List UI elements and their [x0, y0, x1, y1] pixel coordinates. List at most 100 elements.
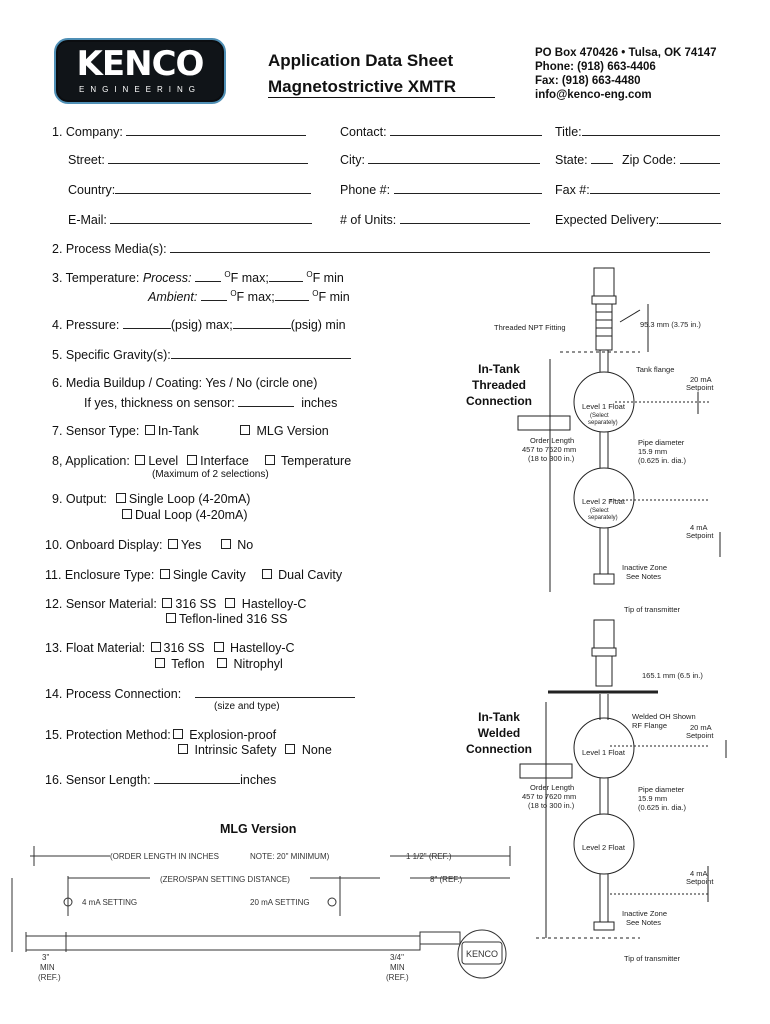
process-media-field[interactable]: 2. Process Media(s): — [52, 241, 711, 256]
float-material-label: 13. Float Material: — [45, 641, 146, 655]
checkbox[interactable] — [115, 493, 126, 503]
street-field[interactable]: Street: — [68, 152, 309, 167]
inactive-label: Inactive Zone — [622, 909, 667, 918]
checkbox[interactable] — [144, 425, 155, 435]
checkbox[interactable] — [159, 569, 170, 579]
option-none: None — [301, 743, 332, 757]
process-connection-note: (size and type) — [214, 701, 280, 712]
option-temperature: Temperature — [280, 454, 352, 468]
fax-field[interactable]: Fax #: — [555, 182, 720, 197]
title-underline — [268, 97, 495, 98]
mlg-ref2-label: 8" (REF.) — [430, 875, 463, 884]
option-hastelloy: Hastelloy-C — [229, 641, 295, 655]
onboard-display-row: 10. Onboard Display: Yes No — [45, 538, 253, 552]
inches-label: inches — [240, 773, 277, 787]
process-connection-label: 14. Process Connection: — [45, 687, 182, 701]
checkbox[interactable] — [162, 598, 173, 608]
degree-symbol: O — [306, 270, 313, 279]
checkbox[interactable] — [155, 658, 165, 668]
order-length-label: 457 to 7620 mm — [522, 445, 576, 454]
checkbox[interactable] — [217, 658, 228, 668]
checkbox[interactable] — [172, 729, 183, 739]
checkbox[interactable] — [220, 539, 231, 549]
setpoint-4-label: 4 mA — [690, 869, 708, 878]
sensor-length-field[interactable]: 16. Sensor Length: inches — [45, 772, 276, 787]
pipe-label: (0.625 in. dia.) — [638, 456, 686, 465]
sensor-type-label: 7. Sensor Type: — [52, 424, 140, 438]
process-connection-field[interactable]: 14. Process Connection: — [45, 686, 356, 701]
city-field[interactable]: City: — [340, 152, 541, 167]
float-material-row2: Teflon Nitrophyl — [153, 657, 283, 671]
temperature-process-field[interactable]: 3. Temperature: Process: OF max; OF min — [52, 270, 344, 285]
mlg-34min-label: 3/4" — [390, 953, 404, 962]
inactive-label: See Notes — [626, 572, 661, 581]
option-single-loop: Single Loop (4-20mA) — [128, 492, 251, 506]
company-field[interactable]: 1. Company: — [52, 124, 307, 139]
mlg-3min-label: 3" — [42, 953, 49, 962]
checkbox[interactable] — [178, 744, 188, 754]
mlg-order-label: (ORDER LENGTH IN INCHES — [110, 852, 219, 861]
option-yes: Yes — [180, 538, 202, 552]
contact-field[interactable]: Contact: — [340, 124, 543, 139]
checkbox[interactable] — [167, 539, 178, 549]
enclosure-row: 11. Enclosure Type: Single Cavity Dual C… — [45, 568, 342, 582]
temperature-ambient-field[interactable]: Ambient: OF max; OF min — [148, 289, 350, 304]
thickness-field[interactable]: If yes, thickness on sensor: inches — [84, 395, 337, 410]
onboard-display-label: 10. Onboard Display: — [45, 538, 163, 552]
specific-gravity-label: 5. Specific Gravity(s): — [52, 348, 171, 362]
inches-label: inches — [301, 396, 338, 410]
logo-sub-text: ENGINEERING — [78, 85, 201, 94]
mlg-housing — [457, 929, 507, 979]
temperature-label: 3. Temperature: — [52, 271, 140, 286]
page-title-line1: Application Data Sheet — [268, 51, 454, 70]
protection-row: 15. Protection Method: Explosion-proof — [45, 728, 276, 742]
option-in-tank: In-Tank — [157, 424, 199, 438]
state-field[interactable]: State: — [555, 152, 614, 167]
float-sub-label: separately) — [588, 515, 618, 521]
inactive-label: See Notes — [626, 918, 661, 927]
email-field[interactable]: E-Mail: — [68, 212, 313, 227]
process-media-label: 2. Process Media(s): — [52, 242, 167, 256]
checkbox[interactable] — [240, 425, 250, 435]
float-material-row: 13. Float Material: 316 SS Hastelloy-C — [45, 641, 295, 655]
fax-label: Fax #: — [555, 183, 590, 197]
mlg-title: MLG Version — [220, 822, 297, 836]
checkbox[interactable] — [261, 569, 272, 579]
zip-field[interactable]: Zip Code: — [622, 152, 720, 167]
specific-gravity-field[interactable]: 5. Specific Gravity(s): — [52, 347, 351, 362]
country-field[interactable]: Country: — [68, 182, 312, 197]
checkbox[interactable] — [135, 455, 146, 465]
delivery-field[interactable]: Expected Delivery: — [555, 212, 722, 227]
checkbox[interactable] — [122, 509, 132, 519]
order-length-label: (18 to 300 in.) — [528, 801, 575, 810]
order-length-box — [517, 415, 571, 431]
checkbox[interactable] — [166, 613, 176, 623]
units-field[interactable]: # of Units: — [340, 212, 530, 227]
address-text: PO Box 470426 • Tulsa, OK 74147 — [535, 47, 717, 59]
fmin-label: F min — [312, 271, 344, 286]
title-line: Connection — [466, 394, 532, 408]
checkbox[interactable] — [150, 642, 161, 652]
title-field[interactable]: Title: — [555, 124, 720, 139]
setpoint-20-label: 20 mA — [690, 375, 712, 384]
option-interface: Interface — [200, 454, 249, 468]
checkbox[interactable] — [187, 455, 198, 465]
mlg-logo: KENCO — [466, 949, 498, 959]
transmitter-head — [593, 267, 615, 297]
checkbox[interactable] — [213, 642, 224, 652]
checkbox[interactable] — [285, 744, 296, 754]
mlg-20ma-label: 20 mA SETTING — [250, 898, 310, 907]
street-label: Street: — [68, 153, 105, 167]
setpoint-4-label: Setpoint — [686, 877, 714, 886]
checkbox[interactable] — [225, 598, 236, 608]
output-label: 9. Output: — [52, 492, 107, 506]
checkbox[interactable] — [264, 455, 275, 465]
pressure-field[interactable]: 4. Pressure: (psig) max;(psig) min — [52, 317, 346, 332]
phone-field[interactable]: Phone #: — [340, 182, 542, 197]
option-hastelloy: Hastelloy-C — [241, 597, 307, 611]
tip-label: Tip of transmitter — [624, 954, 680, 963]
page-title-line2: Magnetostrictive XMTR — [268, 77, 456, 96]
title-label: Title: — [555, 125, 582, 139]
float-sub-label: (Select — [590, 508, 609, 514]
level2-label: Level 2 Float — [582, 843, 626, 852]
